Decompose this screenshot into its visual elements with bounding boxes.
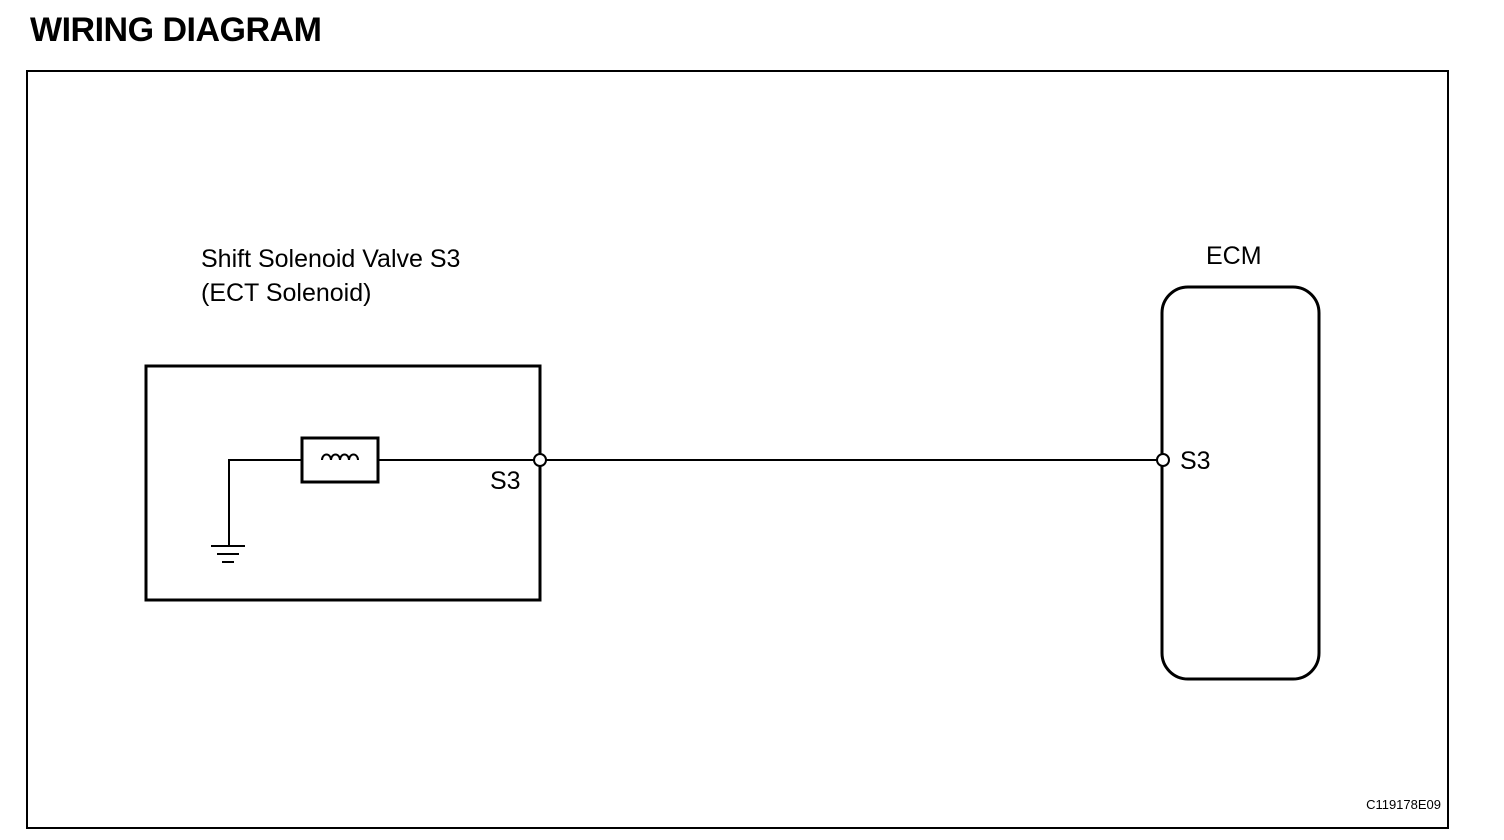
solenoid-coil-icon bbox=[300, 436, 380, 484]
solenoid-terminal-label: S3 bbox=[490, 467, 521, 495]
page-title: WIRING DIAGRAM bbox=[30, 11, 322, 49]
solenoid-name-line1: Shift Solenoid Valve S3 bbox=[201, 245, 460, 273]
ecm-box bbox=[1160, 285, 1321, 681]
solenoid-terminal-icon bbox=[533, 453, 547, 467]
ground-icon bbox=[211, 545, 245, 563]
ecm-terminal-label: S3 bbox=[1180, 447, 1211, 475]
solenoid-name-line2: (ECT Solenoid) bbox=[201, 279, 371, 307]
ecm-terminal-icon bbox=[1156, 453, 1170, 467]
solenoid-box bbox=[144, 364, 542, 602]
ecm-name: ECM bbox=[1206, 242, 1262, 270]
reference-code: C119178E09 bbox=[1366, 797, 1441, 812]
solenoid-ground-wire bbox=[228, 459, 302, 545]
diagram-frame bbox=[26, 70, 1449, 829]
